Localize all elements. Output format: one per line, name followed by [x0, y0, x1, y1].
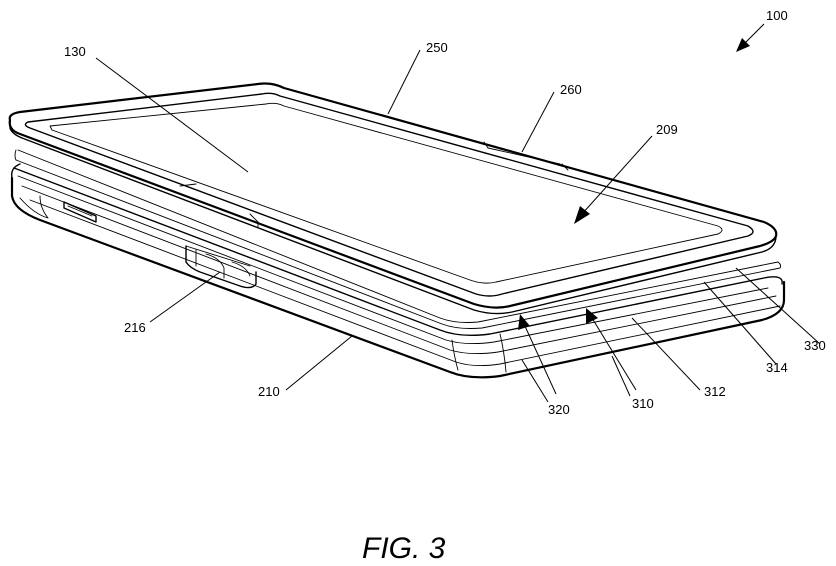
ref-label-330: 330: [804, 338, 826, 353]
ref-label-310: 310: [632, 396, 654, 411]
top-frame: [8, 82, 778, 315]
ref-label-210: 210: [258, 384, 280, 399]
ref-label-260: 260: [560, 82, 582, 97]
leader-lines: [95, 49, 821, 403]
ref-label-100: 100: [766, 8, 788, 23]
ref-label-320: 320: [548, 402, 570, 417]
ref-label-312: 312: [704, 384, 726, 399]
ref-label-209: 209: [656, 122, 678, 137]
ref-label-250: 250: [426, 40, 448, 55]
display-layers: [14, 149, 782, 329]
arrows: [518, 23, 765, 395]
ref-label-216: 216: [124, 320, 146, 335]
ref-label-314: 314: [766, 360, 788, 375]
hinge-connector: [185, 245, 257, 289]
figure-caption: FIG. 3: [362, 532, 446, 565]
device-housing: [10, 163, 786, 379]
ref-label-130: 130: [64, 44, 86, 59]
